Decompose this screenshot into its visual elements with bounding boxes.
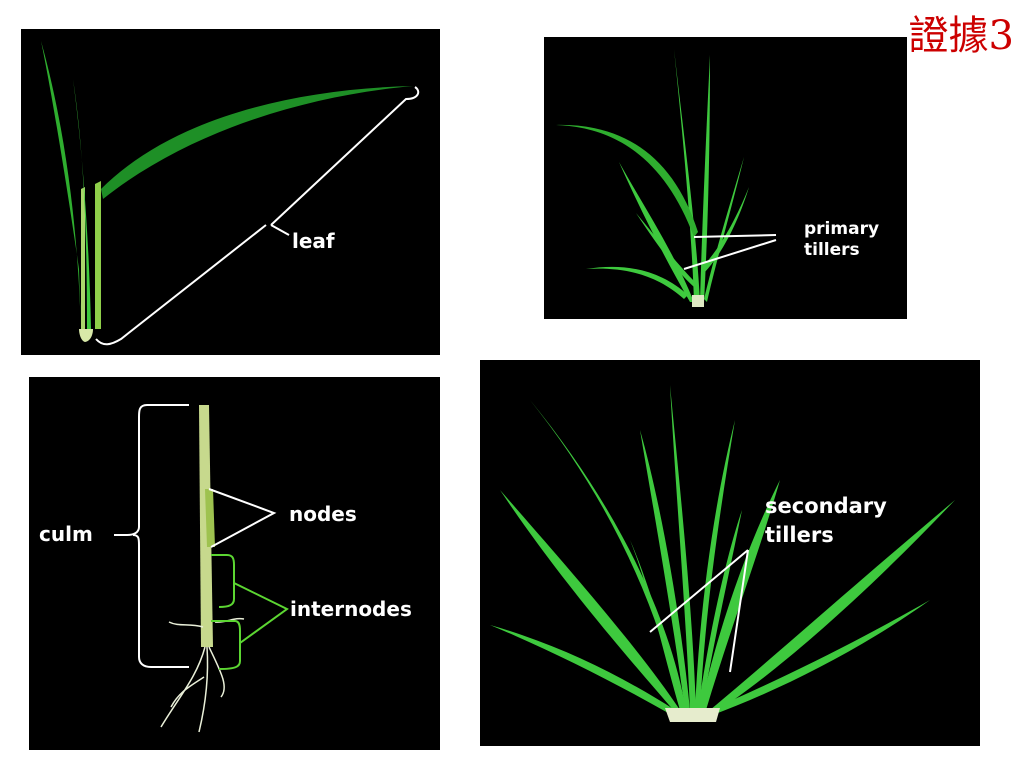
secondary-tillers-photo-panel: secondary tillers — [480, 360, 980, 746]
culm-label: culm — [39, 522, 93, 546]
secondary-tillers-label: secondary tillers — [765, 494, 887, 547]
secondary-tillers-plant-illustration — [490, 385, 955, 722]
leaf-photo-panel: leaf — [21, 29, 440, 355]
internodes-label: internodes — [290, 597, 412, 621]
nodes-label: nodes — [289, 502, 357, 526]
primary-tillers-plant-illustration — [556, 49, 777, 307]
leaf-plant-illustration — [41, 41, 420, 346]
primary-tillers-label: primary tillers — [804, 219, 880, 260]
culm-photo-panel: culm nodes internodes — [29, 377, 440, 750]
slide-title: 證據3 — [908, 13, 1014, 59]
culm-plant-illustration — [114, 404, 289, 733]
leaf-label: leaf — [292, 229, 335, 253]
primary-tillers-photo-panel: primary tillers — [544, 37, 907, 319]
